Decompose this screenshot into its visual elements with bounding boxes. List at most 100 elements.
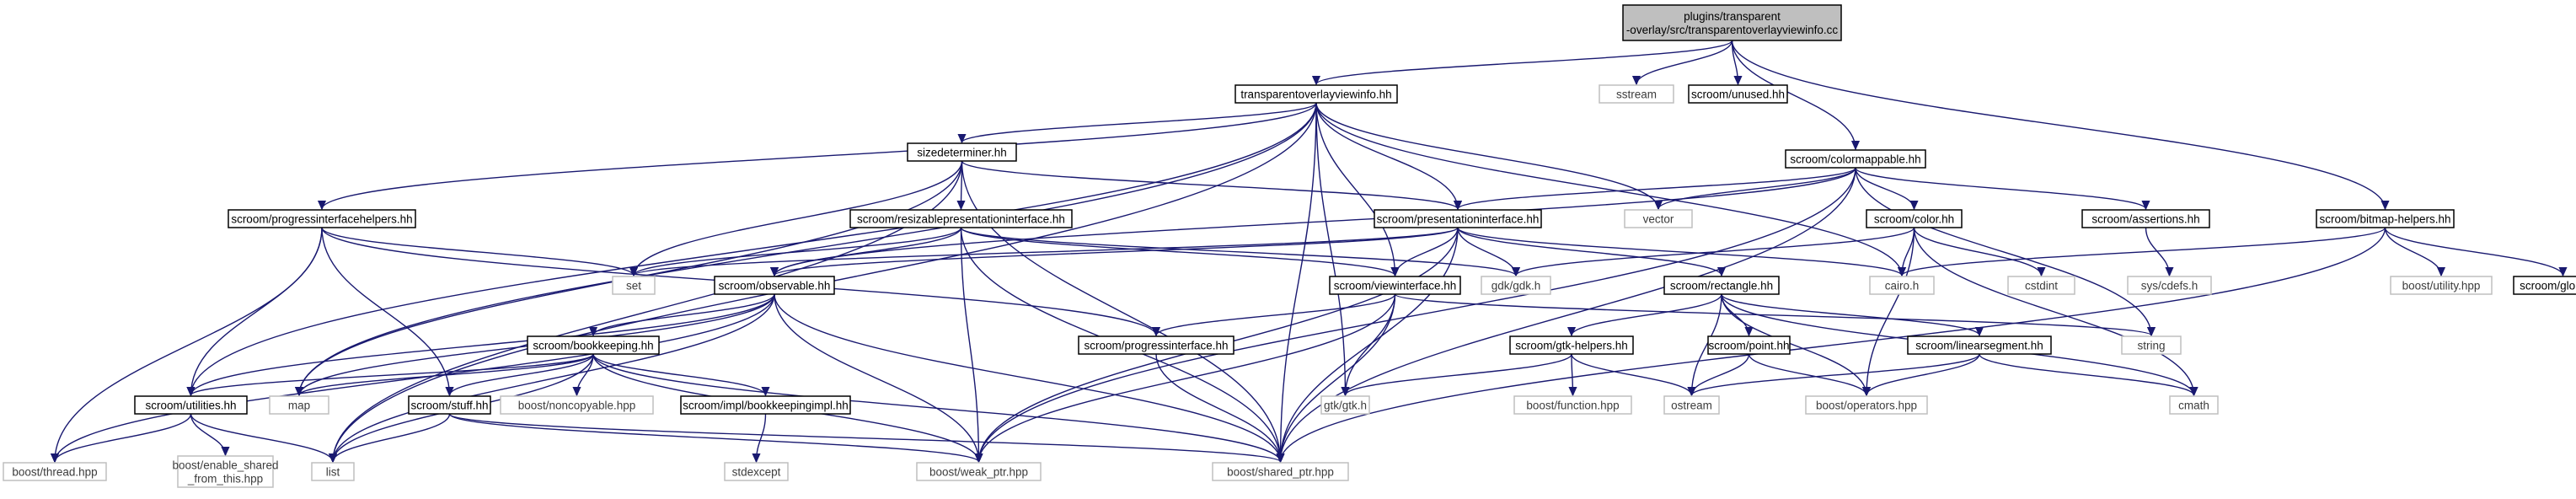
node-observable-hh[interactable]: scroom/observable.hh — [714, 276, 835, 295]
node-box — [2390, 276, 2493, 295]
node-box — [2513, 276, 2576, 295]
edge-colormappable_hh-to-color_hh — [1855, 167, 1915, 209]
node-box — [134, 395, 248, 415]
node-set: set — [612, 276, 656, 295]
edge-root-to-tovi_hh — [1316, 40, 1733, 84]
node-box — [228, 209, 416, 228]
edge-progressinterfacehelpers_hh-to-stuff_hh — [321, 227, 450, 395]
node-unused-hh[interactable]: scroom/unused.hh — [1688, 84, 1788, 104]
edge-resizablepresentationinterface_hh-to-boost_weak_ptr — [960, 227, 979, 462]
node-box — [2081, 209, 2210, 228]
node-bookkeepingimpl-hh[interactable]: scroom/impl/bookkeepingimpl.hh — [680, 395, 851, 415]
node-label: scroom/resizablepresentationinterface.hh — [857, 213, 1065, 226]
node-label: cstdint — [2025, 280, 2058, 292]
node-bookkeeping-hh[interactable]: scroom/bookkeeping.hh — [527, 335, 660, 355]
edge-sizedeterminer_hh-to-boost_shared_ptr — [961, 160, 1281, 462]
node-bitmap-helpers-hh[interactable]: scroom/bitmap-helpers.hh — [2316, 209, 2455, 228]
node-label: scroom/colormappable.hh — [1790, 153, 1920, 166]
node-label: scroom/presentationinterface.hh — [1377, 213, 1540, 226]
node-label: boost/thread.hpp — [12, 466, 97, 479]
edge-gtk_helpers_hh-to-gtk_h — [1346, 353, 1572, 395]
node-stuff-hh[interactable]: scroom/stuff.hh — [408, 395, 491, 415]
node-linearsegment-hh[interactable]: scroom/linearsegment.hh — [1907, 335, 2052, 355]
node-tovi-hh[interactable]: transparentoverlayviewinfo.hh — [1234, 84, 1398, 104]
edge-observable_hh-to-boost_shared_ptr — [774, 293, 1281, 462]
node-progressinterfacehelpers-hh[interactable]: scroom/progressinterfacehelpers.hh — [228, 209, 416, 228]
edge-presentationinterface_hh-to-gdk_h — [1457, 227, 1516, 276]
node-root[interactable]: plugins/transparent-overlay/src/transpar… — [1622, 4, 1842, 41]
edge-colormappable_hh-to-presentationinterface_hh — [1458, 167, 1856, 209]
node-assertions-hh[interactable]: scroom/assertions.hh — [2081, 209, 2210, 228]
node-box — [907, 142, 1017, 162]
node-label: sstream — [1616, 89, 1657, 101]
edge-presentationinterface_hh-to-boost_shared_ptr — [1281, 227, 1459, 462]
node-label: list — [326, 466, 340, 479]
node-label: map — [288, 400, 310, 412]
node-box — [311, 462, 355, 481]
node-box — [2121, 335, 2182, 355]
edge-utilities_hh-to-boost_enable_shared — [190, 413, 226, 455]
edge-bookkeeping_hh-to-bookkeepingimpl_hh — [592, 353, 766, 395]
node-boost-enable-shared: boost/enable_shared_from_this.hpp — [172, 455, 279, 488]
edge-bitmap_helpers_hh-to-boost_utility — [2384, 227, 2442, 276]
node-box — [1663, 276, 1780, 295]
node-sstream: sstream — [1599, 84, 1674, 104]
node-label: scroom/point.hh — [1708, 340, 1789, 352]
node-label: vector — [1643, 213, 1674, 226]
node-label: scroom/stuff.hh — [410, 400, 488, 412]
node-box — [714, 276, 835, 295]
node-label: stdexcept — [732, 466, 781, 479]
node-box — [1866, 209, 1963, 228]
node-colormappable-hh[interactable]: scroom/colormappable.hh — [1785, 149, 1926, 169]
node-label: scroom/global.hh — [2520, 280, 2576, 292]
edge-viewinterface_hh-to-boost_weak_ptr — [979, 293, 1396, 462]
node-box — [1688, 84, 1788, 104]
edge-utilities_hh-to-list — [190, 413, 334, 462]
node-sizedeterminer-hh[interactable]: sizedeterminer.hh — [907, 142, 1017, 162]
node-point-hh[interactable]: scroom/point.hh — [1707, 335, 1791, 355]
node-resizablepresentationinterface-hh[interactable]: scroom/resizablepresentationinterface.hh — [849, 209, 1073, 228]
edge-rectangle_hh-to-linearsegment_hh — [1721, 293, 1979, 335]
edge-tovi_hh-to-presentationinterface_hh — [1315, 102, 1458, 209]
node-rectangle-hh[interactable]: scroom/rectangle.hh — [1663, 276, 1780, 295]
node-label: _from_this.hpp — [187, 473, 263, 486]
edge-color_hh-to-cstdint — [1913, 227, 2042, 276]
node-sys-cdefs: sys/cdefs.h — [2127, 276, 2212, 295]
edge-bookkeeping_hh-to-boost_shared_ptr — [592, 353, 1281, 462]
edge-bookkeeping_hh-to-utilities_hh — [191, 353, 594, 395]
node-box — [724, 462, 789, 481]
node-list: list — [311, 462, 355, 481]
node-label: scroom/linearsegment.hh — [1915, 340, 2043, 352]
node-gtk-helpers-hh[interactable]: scroom/gtk-helpers.hh — [1509, 335, 1634, 355]
node-color-hh[interactable]: scroom/color.hh — [1866, 209, 1963, 228]
node-utilities-hh[interactable]: scroom/utilities.hh — [134, 395, 248, 415]
edge-bitmap_helpers_hh-to-global_hh — [2384, 227, 2563, 276]
node-global-hh[interactable]: scroom/global.hh — [2513, 276, 2576, 295]
node-progressinterface-hh[interactable]: scroom/progressinterface.hh — [1078, 335, 1234, 355]
edge-sizedeterminer_hh-to-presentationinterface_hh — [961, 160, 1459, 209]
edge-linearsegment_hh-to-boost_operators — [1866, 353, 1980, 395]
node-cmath: cmath — [2169, 395, 2219, 415]
node-label: scroom/bitmap-helpers.hh — [2319, 213, 2450, 226]
node-presentationinterface-hh[interactable]: scroom/presentationinterface.hh — [1374, 209, 1542, 228]
node-viewinterface-hh[interactable]: scroom/viewinterface.hh — [1329, 276, 1461, 295]
node-box — [1234, 84, 1398, 104]
edge-rectangle_hh-to-ostream — [1692, 293, 1722, 395]
edge-viewinterface_hh-to-boost_shared_ptr — [1281, 293, 1396, 462]
edge-observable_hh-to-list — [333, 293, 775, 462]
node-box — [1622, 4, 1842, 41]
edge-observable_hh-to-boost_thread — [55, 293, 775, 462]
node-label: scroom/utilities.hh — [145, 400, 236, 412]
node-label: scroom/bookkeeping.hh — [533, 340, 653, 352]
node-box — [2316, 209, 2455, 228]
node-label: scroom/progressinterface.hh — [1084, 340, 1228, 352]
edge-tovi_hh-to-vector — [1315, 102, 1658, 209]
edge-linearsegment_hh-to-ostream — [1692, 353, 1980, 395]
node-label: plugins/transparent — [1684, 10, 1781, 23]
node-label: gtk/gtk.h — [1324, 400, 1367, 412]
edge-colormappable_hh-to-string — [1855, 167, 2151, 335]
edge-bookkeepingimpl_hh-to-stdexcept — [757, 413, 767, 462]
edge-linearsegment_hh-to-cmath — [1979, 353, 2194, 395]
node-boost-utility: boost/utility.hpp — [2390, 276, 2493, 295]
edge-assertions_hh-to-sys_cdefs — [2145, 227, 2170, 276]
